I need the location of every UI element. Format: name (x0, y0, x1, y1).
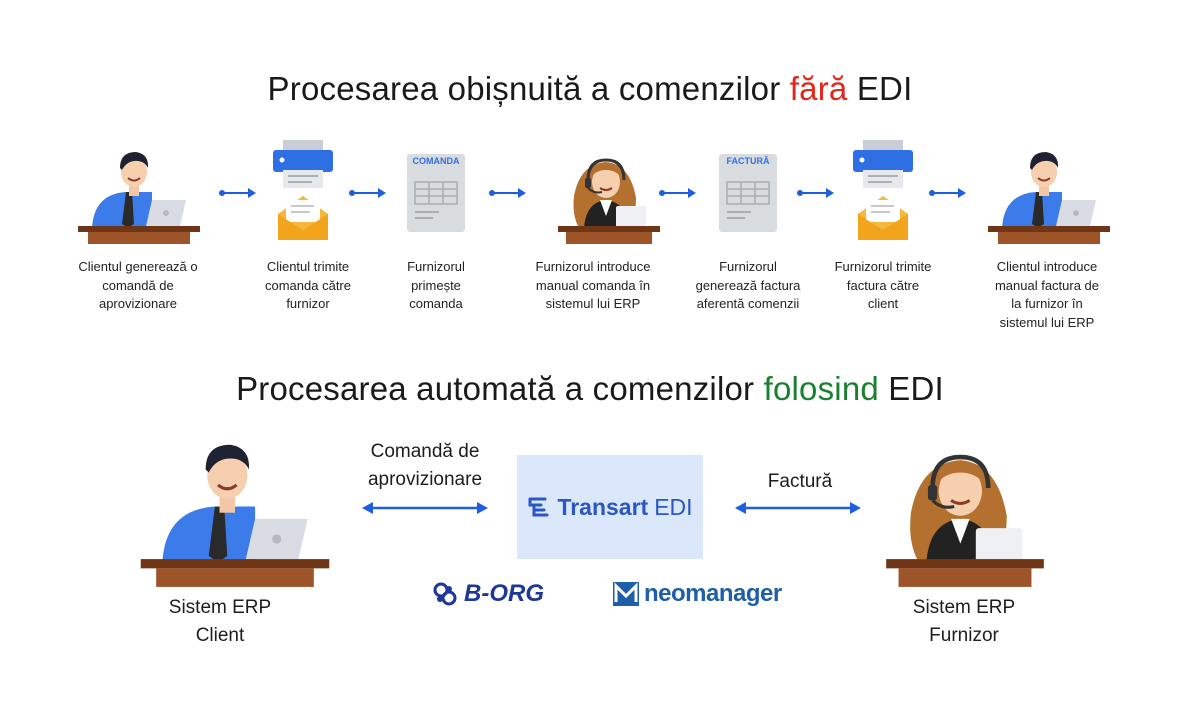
printer-mail-icon-1 (272, 139, 334, 241)
title-without-edi: Procesarea obișnuită a comenzilor fără E… (267, 70, 913, 107)
borg-logo: B-ORG (432, 580, 544, 608)
neomanager-logo-icon (613, 582, 639, 606)
printer-mail-icon-2 (852, 139, 914, 241)
neomanager-logo: neomanager (612, 580, 782, 608)
manual-process-illustrations (77, 139, 1111, 246)
title-highlight-with: folosind (763, 370, 879, 407)
invoice-doc-label: FACTURĂ (726, 156, 770, 166)
invoice-double-arrow (735, 502, 861, 514)
client-figure-1 (77, 151, 201, 245)
supplier-figure-1 (556, 158, 662, 246)
arrow-3 (488, 187, 527, 199)
edi-brand-suffix: EDI (654, 493, 693, 520)
edi-brand-name: Transart (557, 493, 649, 520)
arrow-4 (658, 187, 697, 199)
arrow-1 (218, 187, 257, 199)
order-double-arrow (362, 502, 488, 514)
client-figure-2 (987, 151, 1111, 245)
order-doc-label: COMANDA (412, 156, 460, 166)
arrow-6 (928, 187, 967, 199)
transart-logo-icon (528, 497, 549, 517)
arrow-5 (796, 187, 835, 199)
title-with-edi: Procesarea automată a comenzilor folosin… (236, 370, 944, 407)
client-erp-figure (139, 443, 331, 589)
invoice-flow-label: Factură (767, 471, 833, 492)
borg-logo-icon (433, 582, 457, 606)
title-highlight-without: fără (789, 70, 848, 107)
arrow-2 (348, 187, 387, 199)
supplier-erp-figure (860, 420, 1070, 590)
